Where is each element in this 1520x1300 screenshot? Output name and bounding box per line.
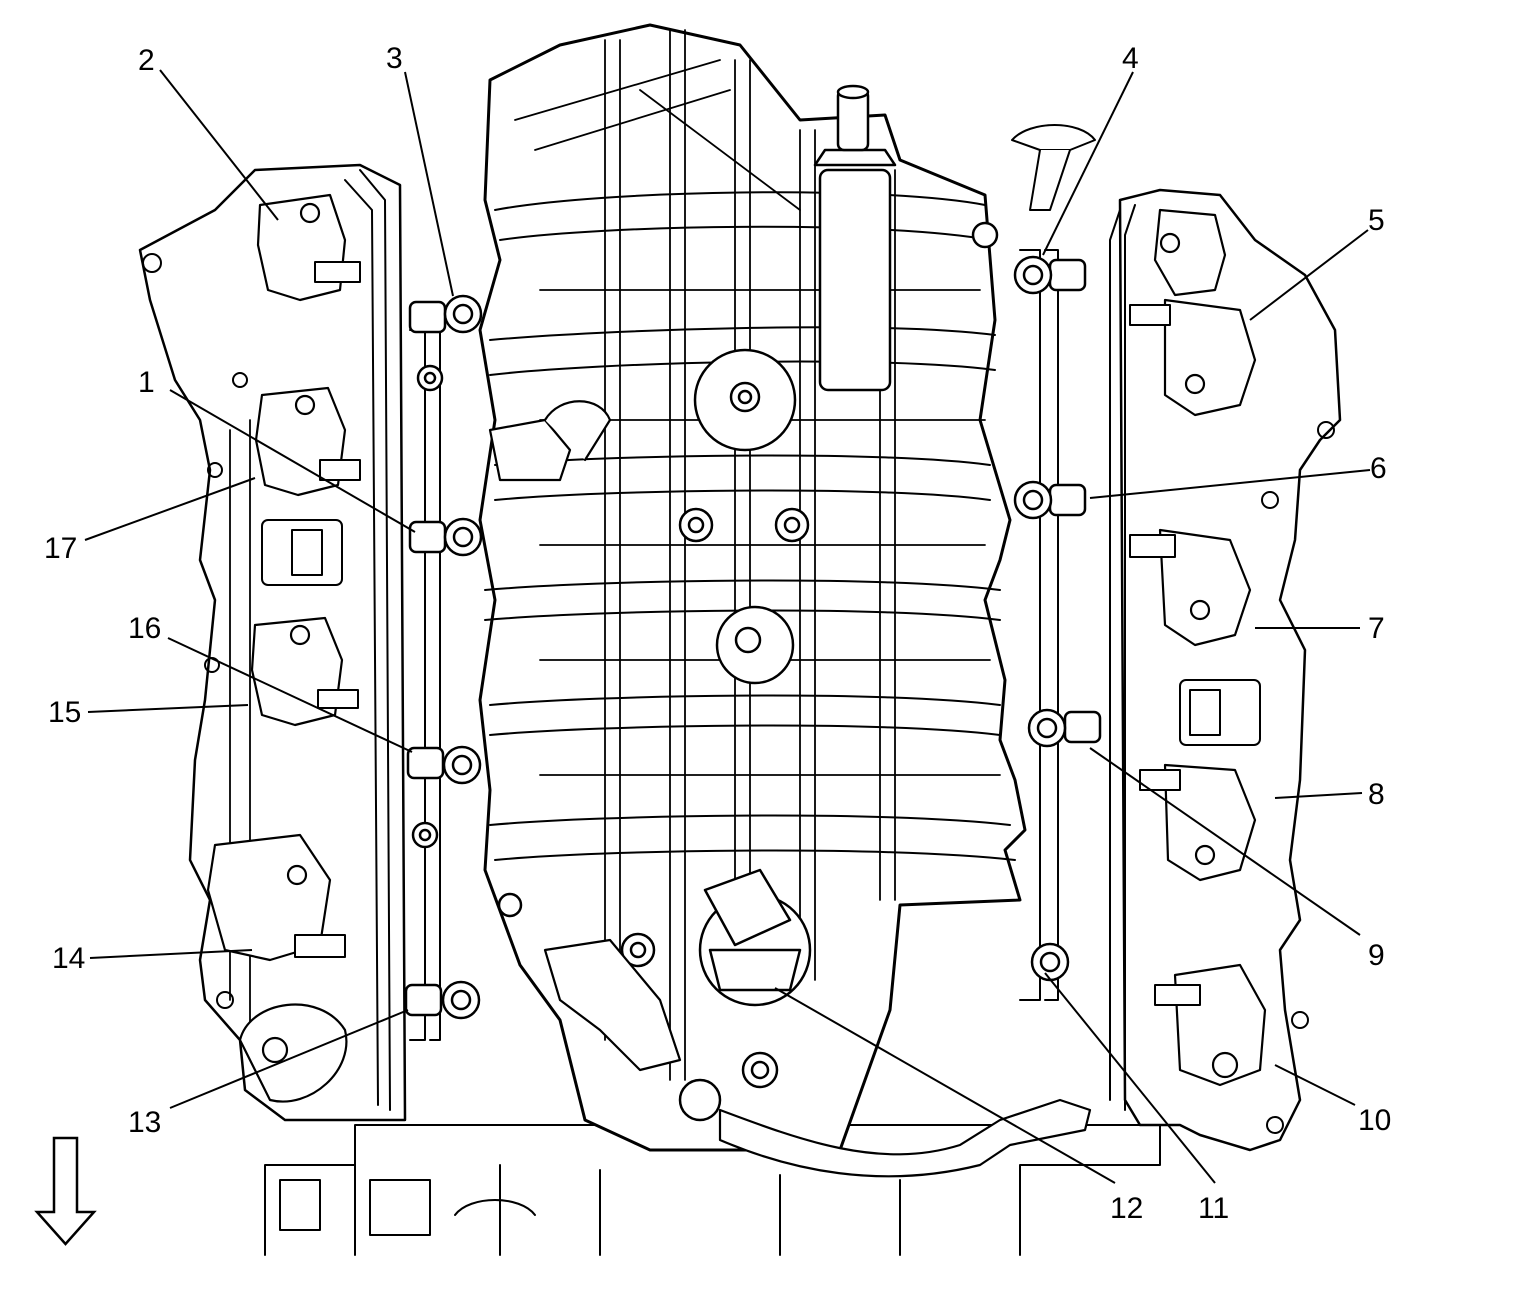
fuel-injectors-right <box>971 221 1102 982</box>
callout-labels: 1 2 3 4 5 6 7 8 9 10 11 12 13 14 15 16 1… <box>44 42 1391 1225</box>
callout-5: 5 <box>1368 204 1385 237</box>
callout-15: 15 <box>48 696 81 729</box>
leader-line-5 <box>1249 229 1369 321</box>
callout-17: 17 <box>44 532 77 565</box>
leader-line-14 <box>89 949 253 959</box>
leader-line-9 <box>1089 747 1361 936</box>
leader-line-8 <box>1274 792 1363 799</box>
callout-2: 2 <box>138 44 155 77</box>
callout-10: 10 <box>1358 1104 1391 1137</box>
leader-line-6 <box>1089 469 1371 499</box>
callout-11: 11 <box>1198 1192 1229 1225</box>
leader-line-3 <box>404 71 454 297</box>
callout-3: 3 <box>386 42 403 75</box>
callout-14: 14 <box>52 942 85 975</box>
leader-line-13 <box>169 1009 409 1109</box>
intake-manifold <box>478 23 1096 1178</box>
right-cylinder-head <box>1109 188 1342 1152</box>
callout-4: 4 <box>1122 42 1139 75</box>
callout-6: 6 <box>1370 452 1387 485</box>
leader-line-12 <box>774 987 1116 1184</box>
callout-12: 12 <box>1110 1192 1143 1225</box>
leader-lines <box>84 69 1371 1184</box>
callout-1: 1 <box>138 366 155 399</box>
callout-13: 13 <box>128 1106 161 1139</box>
down-arrow-icon <box>34 1136 97 1246</box>
leader-line-10 <box>1274 1064 1356 1106</box>
leader-line-15 <box>87 704 249 713</box>
leader-line-1 <box>169 389 416 533</box>
leader-line-16 <box>167 637 413 753</box>
leader-line-4 <box>1042 71 1134 256</box>
left-cylinder-head <box>138 163 407 1122</box>
leader-line-17 <box>84 477 256 541</box>
callout-8: 8 <box>1368 778 1385 811</box>
callout-16: 16 <box>128 612 161 645</box>
leader-line-11 <box>1044 972 1216 1184</box>
callout-7: 7 <box>1368 612 1385 645</box>
leader-line-2 <box>159 69 279 221</box>
fuel-injectors-left <box>404 294 483 1020</box>
callout-9: 9 <box>1368 939 1385 972</box>
